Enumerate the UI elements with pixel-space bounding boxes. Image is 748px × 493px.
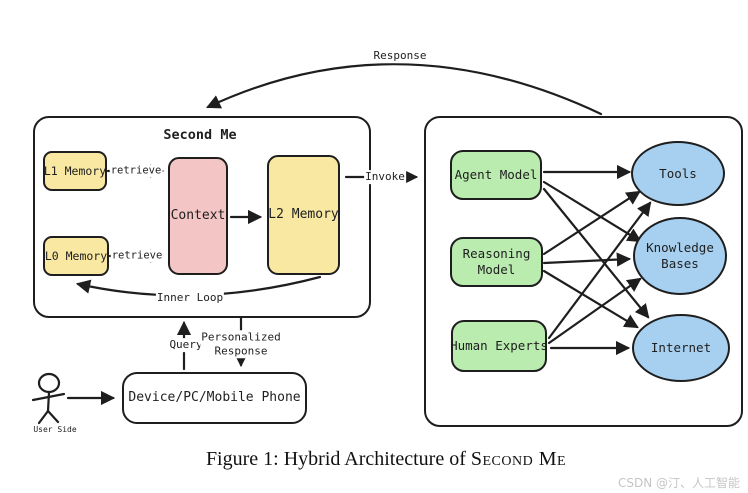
tools-node: Tools [631, 141, 725, 206]
figure-caption: Figure 1: Hybrid Architecture of Second … [0, 448, 748, 471]
reasoning-model-node: Reasoning Model [450, 237, 543, 287]
internet-node: Internet [632, 314, 730, 382]
l0-memory-node: L0 Memory [43, 236, 109, 276]
second-me-container-box [33, 116, 371, 318]
context-node: Context [168, 157, 228, 275]
retrieve-l1-edge-label: retrieve [109, 164, 163, 178]
l1-memory-node: L1 Memory [43, 151, 107, 191]
retrieve-l0-edge-label: retrieve [110, 249, 164, 263]
agent-model-node: Agent Model [450, 150, 542, 200]
knowledge-bases-node: Knowledge Bases [633, 217, 727, 295]
invoke-edge-label: Invoke [364, 170, 406, 184]
query-edge-label: Query [168, 338, 204, 352]
second-me-title: Second Me [163, 127, 237, 143]
csdn-watermark: CSDN @汀、人工智能 [617, 476, 740, 490]
personalized-response-edge-label: Personalized Response [200, 330, 282, 358]
figure-caption-subject: Second Me [470, 448, 567, 470]
l2-memory-node: L2 Memory [267, 155, 340, 275]
hybrid-network-container-box [424, 116, 743, 427]
response-arrow [206, 63, 603, 116]
inner-loop-edge-label: Inner Loop [155, 291, 225, 305]
device-node: Device/PC/Mobile Phone [122, 372, 307, 424]
user-stick-figure-icon [31, 372, 66, 425]
response-edge-label: Response [372, 49, 428, 63]
figure-caption-prefix: Figure 1: Hybrid Architecture of [205, 448, 471, 470]
human-experts-node: Human Experts [450, 320, 548, 372]
user-side-label: User Side [33, 425, 77, 434]
